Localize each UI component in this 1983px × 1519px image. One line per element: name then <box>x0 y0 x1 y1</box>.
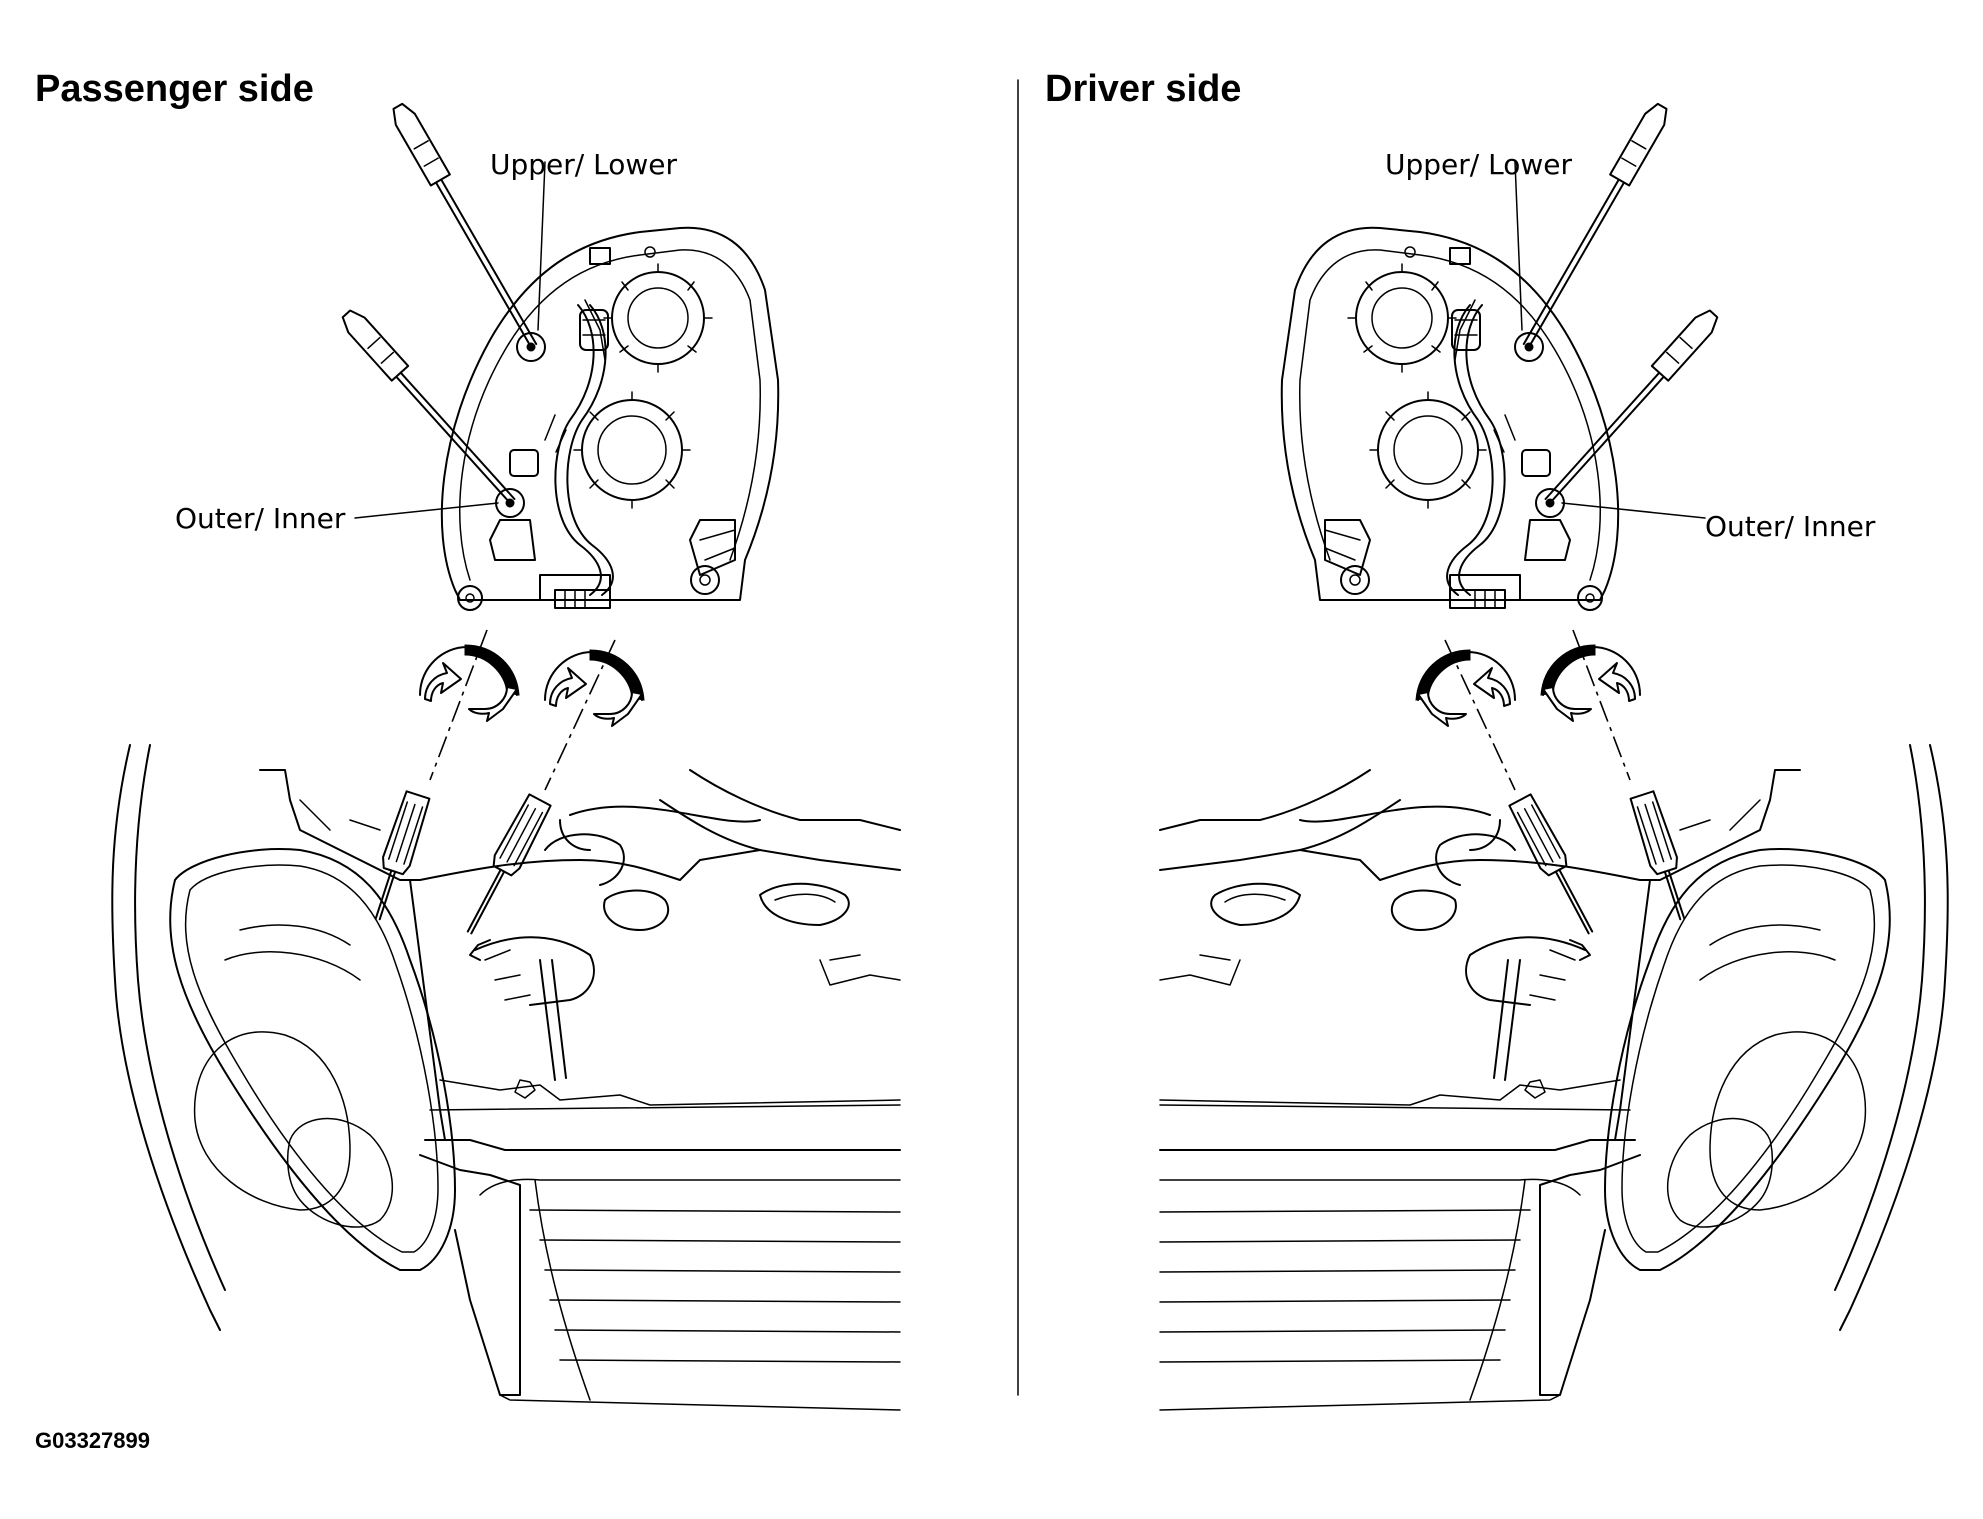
driver-side-title: Driver side <box>1045 68 1242 110</box>
passenger-side-title: Passenger side <box>35 68 314 110</box>
driver-rotate-arrow-1 <box>1540 644 1641 722</box>
passenger-outer-inner-label: Outer/ Inner <box>175 502 346 535</box>
passenger-upper-lower-label: Upper/ Lower <box>490 148 677 181</box>
driver-axis-1 <box>1572 629 1631 781</box>
driver-side-illustration <box>1159 102 1949 1411</box>
passenger-axis-1 <box>429 629 488 781</box>
passenger-rotate-arrow-2 <box>544 649 645 727</box>
passenger-side-illustration <box>111 102 901 1411</box>
passenger-screwdriver-handle-1 <box>374 790 431 921</box>
driver-axis-2 <box>1444 639 1516 791</box>
driver-upper-lower-screwdriver <box>1522 102 1668 348</box>
passenger-outer-inner-leader <box>354 502 499 519</box>
figure-id: G03327899 <box>35 1428 150 1453</box>
passenger-rotate-arrow-1 <box>419 644 520 722</box>
driver-outer-inner-leader <box>1561 502 1706 519</box>
driver-upper-lower-label: Upper/ Lower <box>1385 148 1572 181</box>
driver-outer-inner-screwdriver <box>1544 309 1719 504</box>
passenger-upper-lower-screwdriver <box>392 102 538 348</box>
driver-screwdriver-handle-1 <box>1629 790 1686 921</box>
driver-outer-inner-label: Outer/ Inner <box>1705 510 1876 543</box>
passenger-headlamp-rear <box>440 226 780 611</box>
passenger-upper-lower-leader <box>537 161 546 331</box>
driver-screwdriver-handle-2 <box>1508 793 1594 935</box>
passenger-outer-inner-screwdriver <box>341 309 516 504</box>
passenger-axis-2 <box>544 639 616 791</box>
driver-headlamp-rear <box>1280 226 1620 611</box>
driver-upper-lower-leader <box>1514 161 1523 331</box>
driver-rotate-arrow-2 <box>1415 649 1516 727</box>
passenger-screwdriver-handle-2 <box>466 793 552 935</box>
